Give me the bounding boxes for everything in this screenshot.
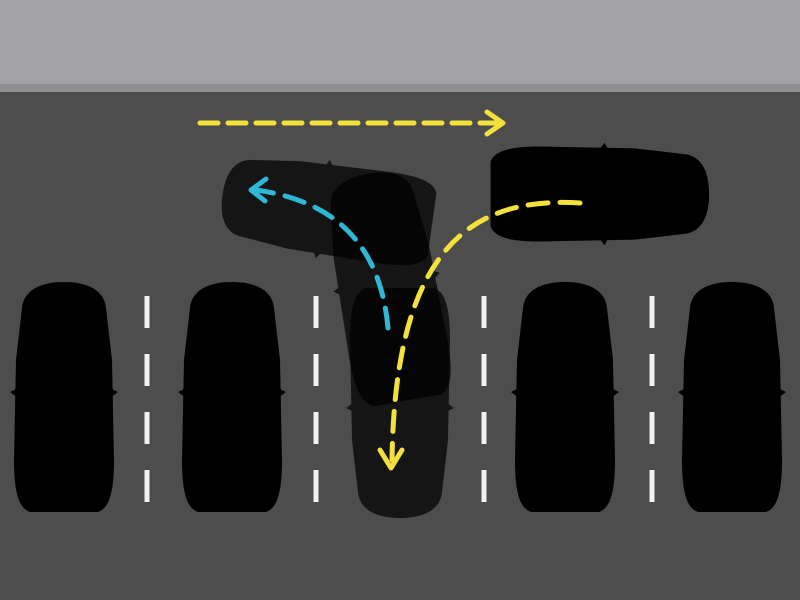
parked-car [178,282,286,512]
parked-car [678,282,786,512]
parked-car [10,282,118,512]
curb [0,84,800,92]
sidewalk [0,0,800,88]
lane-markings [144,296,655,520]
parked-car [511,282,619,512]
forward-arrow [197,109,506,137]
reverse-into-space-arrow [377,199,583,471]
orange-car [490,142,710,246]
exit-arrow [248,176,391,331]
